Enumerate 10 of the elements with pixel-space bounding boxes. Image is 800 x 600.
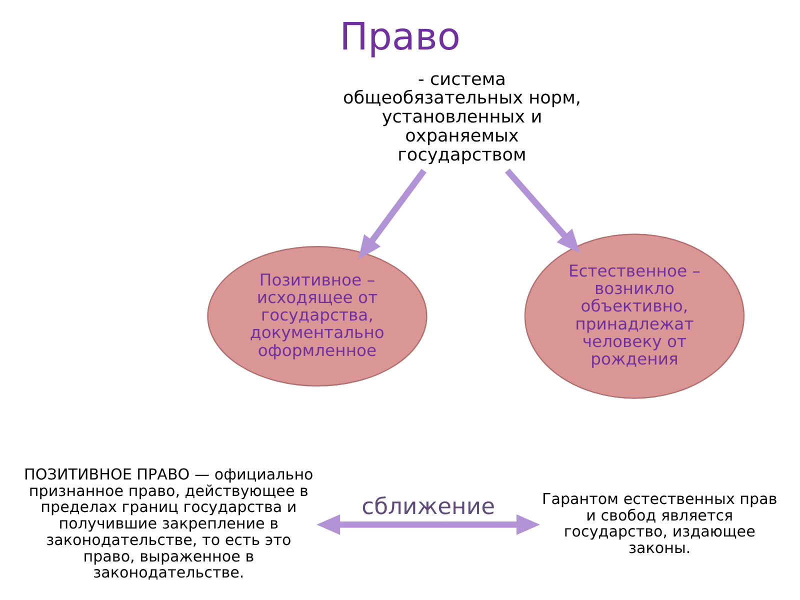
arrow xyxy=(358,168,426,259)
arrow xyxy=(504,168,580,253)
node-ellipse: Естественное – возникло объективно, принадлежат человеку от рождения xyxy=(524,233,745,398)
node-text: Гарантом естественных прав и свобод является государство, издающее законы. xyxy=(542,490,778,557)
node-text: ПОЗИТИВНОЕ ПРАВО — официально признанное право, действующее в пределах границ государства и получившие закрепление в законодательстве, то есть это право, выраженное в законодательстве. xyxy=(24,464,314,582)
diagram-title: Право xyxy=(340,14,460,58)
node-ellipse: Позитивное – исходящее от государства, документально оформленное xyxy=(207,245,428,386)
node-text: - система общеобязательных норм, установленных и охраняемых государством xyxy=(343,69,581,165)
edge-label: сближение xyxy=(362,493,496,520)
arrow xyxy=(316,514,540,534)
